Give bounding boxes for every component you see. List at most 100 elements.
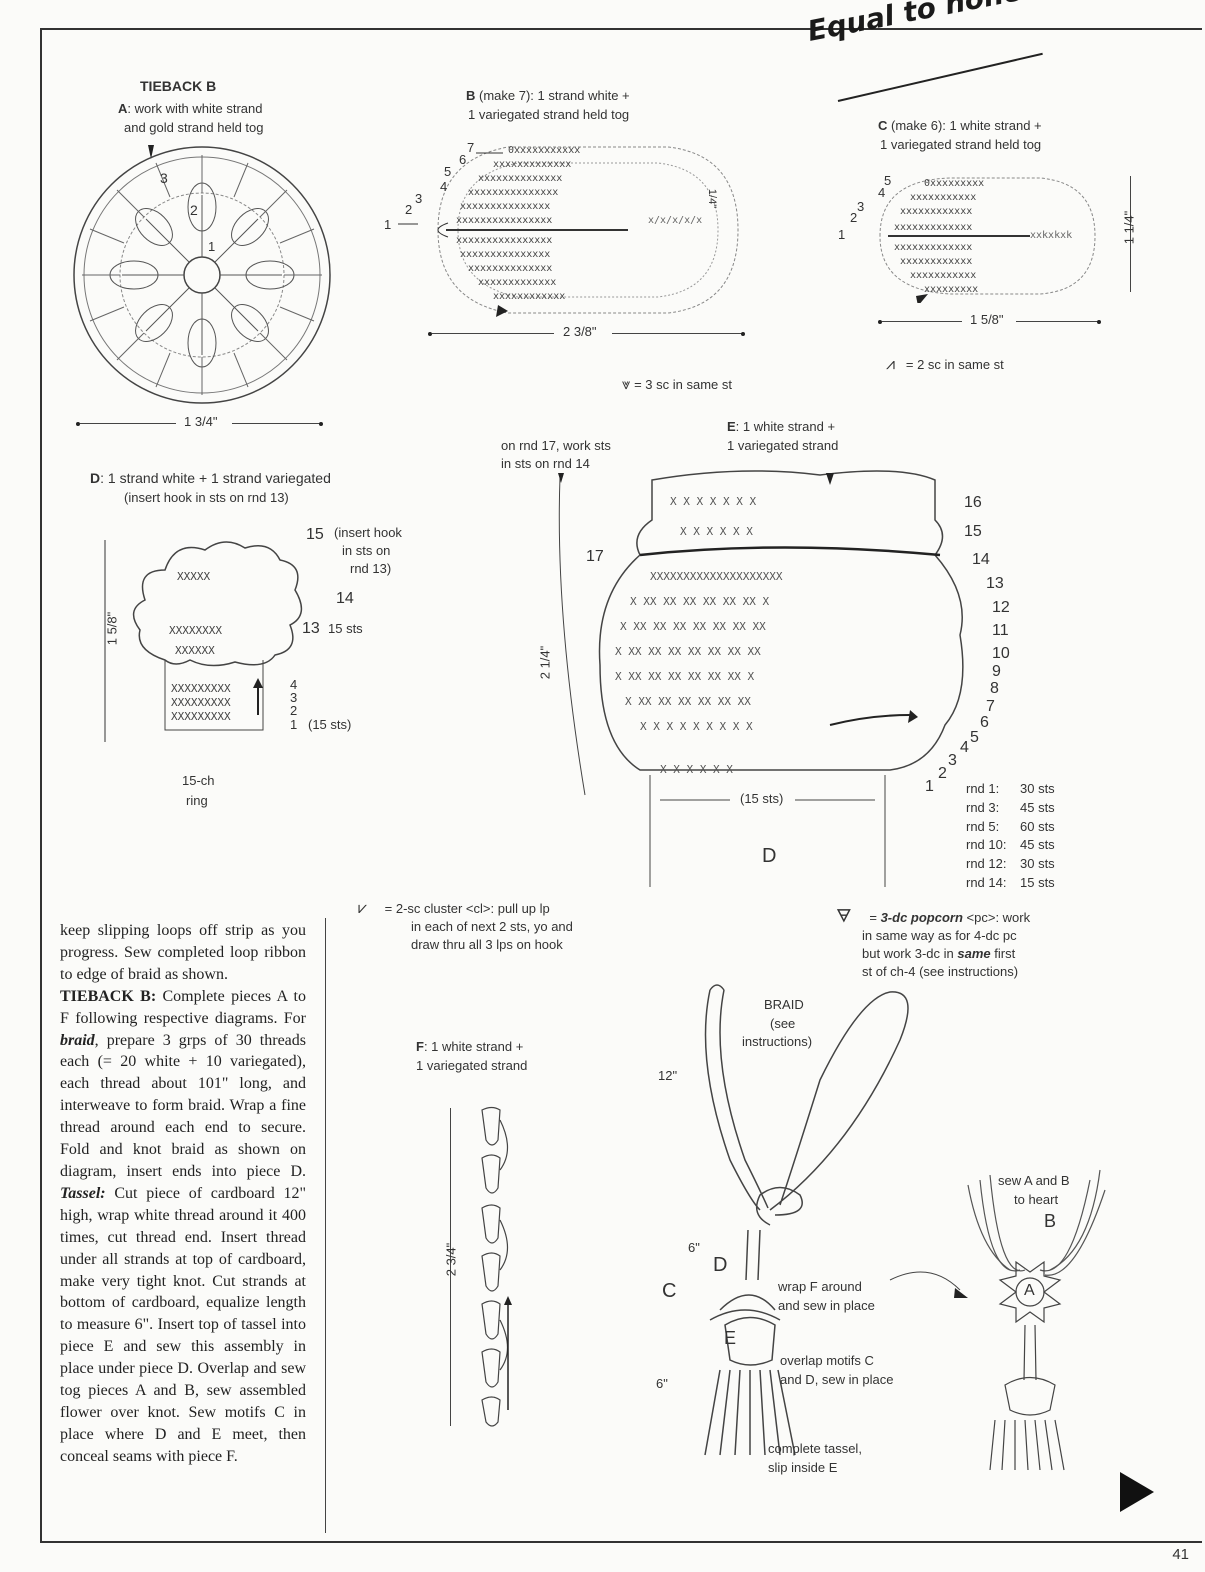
round-row: rnd 14:15 sts [966, 874, 1074, 893]
assembly-e: E [724, 1330, 736, 1347]
piece-e-row-14: 14 [972, 551, 990, 568]
piece-d-height: 1 5/8" [103, 612, 120, 646]
length-6-top: 6" [688, 1239, 700, 1256]
piece-b-row-2: 2 [405, 201, 412, 218]
piece-c-height: 1 1/4" [1121, 211, 1136, 245]
piece-f-diagram [470, 1100, 530, 1430]
cluster-legend-3: draw thru all 3 lps on hook [411, 936, 563, 953]
cluster-symbol-icon: ⩗ [358, 900, 367, 917]
piece-a-label-2: and gold strand held tog [124, 119, 264, 136]
svg-text:XXXXXX: XXXXXX [175, 644, 215, 657]
tassel-note-1: complete tassel, [768, 1440, 862, 1457]
piece-b-row-6: 6 [459, 151, 466, 168]
piece-e-row-17: 17 [586, 548, 604, 565]
piece-e-row-6: 6 [980, 714, 989, 731]
piece-e-diagram: XXXXXXXXXXXXXXXXXXXX X XX XX XX XX XX XX … [540, 465, 1010, 895]
instructions-text: keep slipping loops off strip as you pro… [60, 920, 306, 1468]
piece-c-row-3: 3 [857, 198, 864, 215]
three-sc-symbol-icon: ⩔ [622, 376, 630, 393]
piece-e-row-3: 3 [948, 752, 957, 769]
piece-a-dimension: 1 3/4" [184, 414, 218, 429]
piece-e-label: E: 1 white strand + [727, 418, 835, 435]
popcorn-legend-2: in same way as for 4-dc pc [862, 927, 1017, 944]
round-row: rnd 3:45 sts [966, 799, 1074, 818]
overlap-note-2: and D, sew in place [780, 1371, 893, 1388]
dim-dot [1097, 320, 1101, 324]
svg-text:X XX XX XX XX XX XX XX: X XX XX XX XX XX XX XX [620, 620, 766, 633]
svg-text:X X X X X X: X X X X X X [680, 525, 753, 538]
round-row: rnd 5:60 sts [966, 818, 1074, 837]
dim-line [80, 423, 176, 424]
overlap-note-1: overlap motifs C [780, 1352, 874, 1369]
next-page-arrow-icon[interactable] [1120, 1472, 1154, 1512]
round-row: rnd 10:45 sts [966, 836, 1074, 855]
popcorn-legend-4: st of ch-4 (see instructions) [862, 963, 1018, 980]
svg-text:xxxxxxxxx: xxxxxxxxx [924, 284, 978, 295]
piece-b-label-2: 1 variegated strand held tog [468, 106, 629, 123]
svg-text:xxxxxxxxxxxxxx: xxxxxxxxxxxxxx [478, 173, 562, 184]
piece-b-row-5: 5 [444, 163, 451, 180]
piece-e-row-10: 10 [992, 645, 1010, 662]
piece-a-diagram: 3 2 1 [60, 135, 350, 435]
piece-b-row-1: 1 [384, 216, 391, 233]
length-6-bottom: 6" [656, 1375, 668, 1392]
wrap-note-2: and sew in place [778, 1297, 875, 1314]
piece-e-row-12: 12 [992, 599, 1010, 616]
svg-text:xxxxxxxxxxxxxxxx: xxxxxxxxxxxxxxxx [456, 215, 552, 226]
piece-e-row-15: 15 [964, 523, 982, 540]
piece-e-bottom-sts: (15 sts) [740, 790, 783, 807]
piece-a-label: A: work with white strand [118, 100, 263, 117]
svg-text:xxxxxxxxxxxxxxxx: xxxxxxxxxxxxxxxx [456, 235, 552, 246]
braid-label-2: (see [770, 1015, 795, 1032]
piece-d-row-15: 15 [306, 526, 324, 543]
svg-text:XXXXXXXXX: XXXXXXXXX [171, 682, 231, 695]
svg-text:xxxxxxxxxxx: xxxxxxxxxxx [910, 192, 976, 203]
piece-e-bottom-letter: D [762, 848, 776, 865]
popcorn-legend: 🜃 = 3-dc popcorn <pc>: work [836, 908, 1030, 926]
svg-text:xxxxxxxxxxxxxx: xxxxxxxxxxxxxx [468, 263, 552, 274]
assembly-a: A [1024, 1282, 1035, 1299]
piece-d-row-14: 14 [336, 590, 354, 607]
piece-d-note-15c: rnd 13) [350, 560, 391, 577]
svg-text:xxxxxxxxxxxx: xxxxxxxxxxxx [493, 291, 565, 302]
piece-d-rnd1-note: (15 sts) [308, 716, 351, 733]
svg-text:XXXXXXXXXXXXXXXXXXXX: XXXXXXXXXXXXXXXXXXXX [650, 570, 783, 583]
cluster-legend-2: in each of next 2 sts, yo and [411, 918, 573, 935]
svg-text:XXXXXXXXX: XXXXXXXXX [171, 696, 231, 709]
piece-c-label: C (make 6): 1 white strand + [878, 117, 1042, 134]
braid-label-1: BRAID [764, 996, 804, 1013]
dim-line [232, 423, 320, 424]
piece-e-row-13: 13 [986, 575, 1004, 592]
length-12: 12" [658, 1067, 677, 1084]
svg-text:xxxxxxxxxxxx: xxxxxxxxxxxx [900, 206, 972, 217]
page-number: 41 [1172, 1546, 1189, 1563]
popcorn-symbol-icon: 🜃 [836, 906, 852, 926]
assembly-b: B [1044, 1213, 1056, 1230]
piece-e-row-4: 4 [960, 739, 969, 756]
piece-d-ring-2: ring [186, 792, 208, 809]
assembly-c: C [662, 1283, 676, 1300]
svg-text:xxxxxxxxxxxxx: xxxxxxxxxxxxx [894, 242, 972, 253]
popcorn-legend-3: but work 3-dc in same first [862, 945, 1015, 962]
svg-text:X XX XX XX XX XX XX X: X XX XX XX XX XX XX X [615, 670, 754, 683]
svg-text:X XX XX XX XX XX XX: X XX XX XX XX XX XX [625, 695, 751, 708]
svg-text:xxxxxxxxxxxxx: xxxxxxxxxxxxx [493, 159, 571, 170]
braid-label-3: instructions) [742, 1033, 812, 1050]
svg-text:0xxxxxxxxx: 0xxxxxxxxx [924, 178, 984, 189]
dim-dot [741, 332, 745, 336]
piece-e-label-2: 1 variegated strand [727, 437, 838, 454]
svg-text:x/x/x/x/x: x/x/x/x/x [648, 215, 702, 226]
piece-d-row-13: 13 [302, 620, 320, 637]
assembly-d: D [713, 1257, 727, 1274]
svg-text:xxxxxxxxxxxxxxx: xxxxxxxxxxxxxxx [460, 249, 550, 260]
dim-line [432, 333, 554, 334]
svg-text:xxxxxxxxxxxxx: xxxxxxxxxxxxx [478, 277, 556, 288]
piece-c-row-5: 5 [884, 172, 891, 189]
piece-c-row-1: 1 [838, 226, 845, 243]
svg-text:3: 3 [160, 170, 168, 186]
svg-text:2: 2 [190, 202, 198, 218]
svg-text:X X X X X X: X X X X X X [660, 763, 733, 776]
piece-b-diagram: 0xxxxxxxxxxxxxxxxxxxxxxxxxxxxxxxxxxxxxx … [378, 135, 758, 325]
piece-b-row-7: 7 [467, 139, 474, 156]
svg-text:XXXXXXXX: XXXXXXXX [169, 624, 222, 637]
